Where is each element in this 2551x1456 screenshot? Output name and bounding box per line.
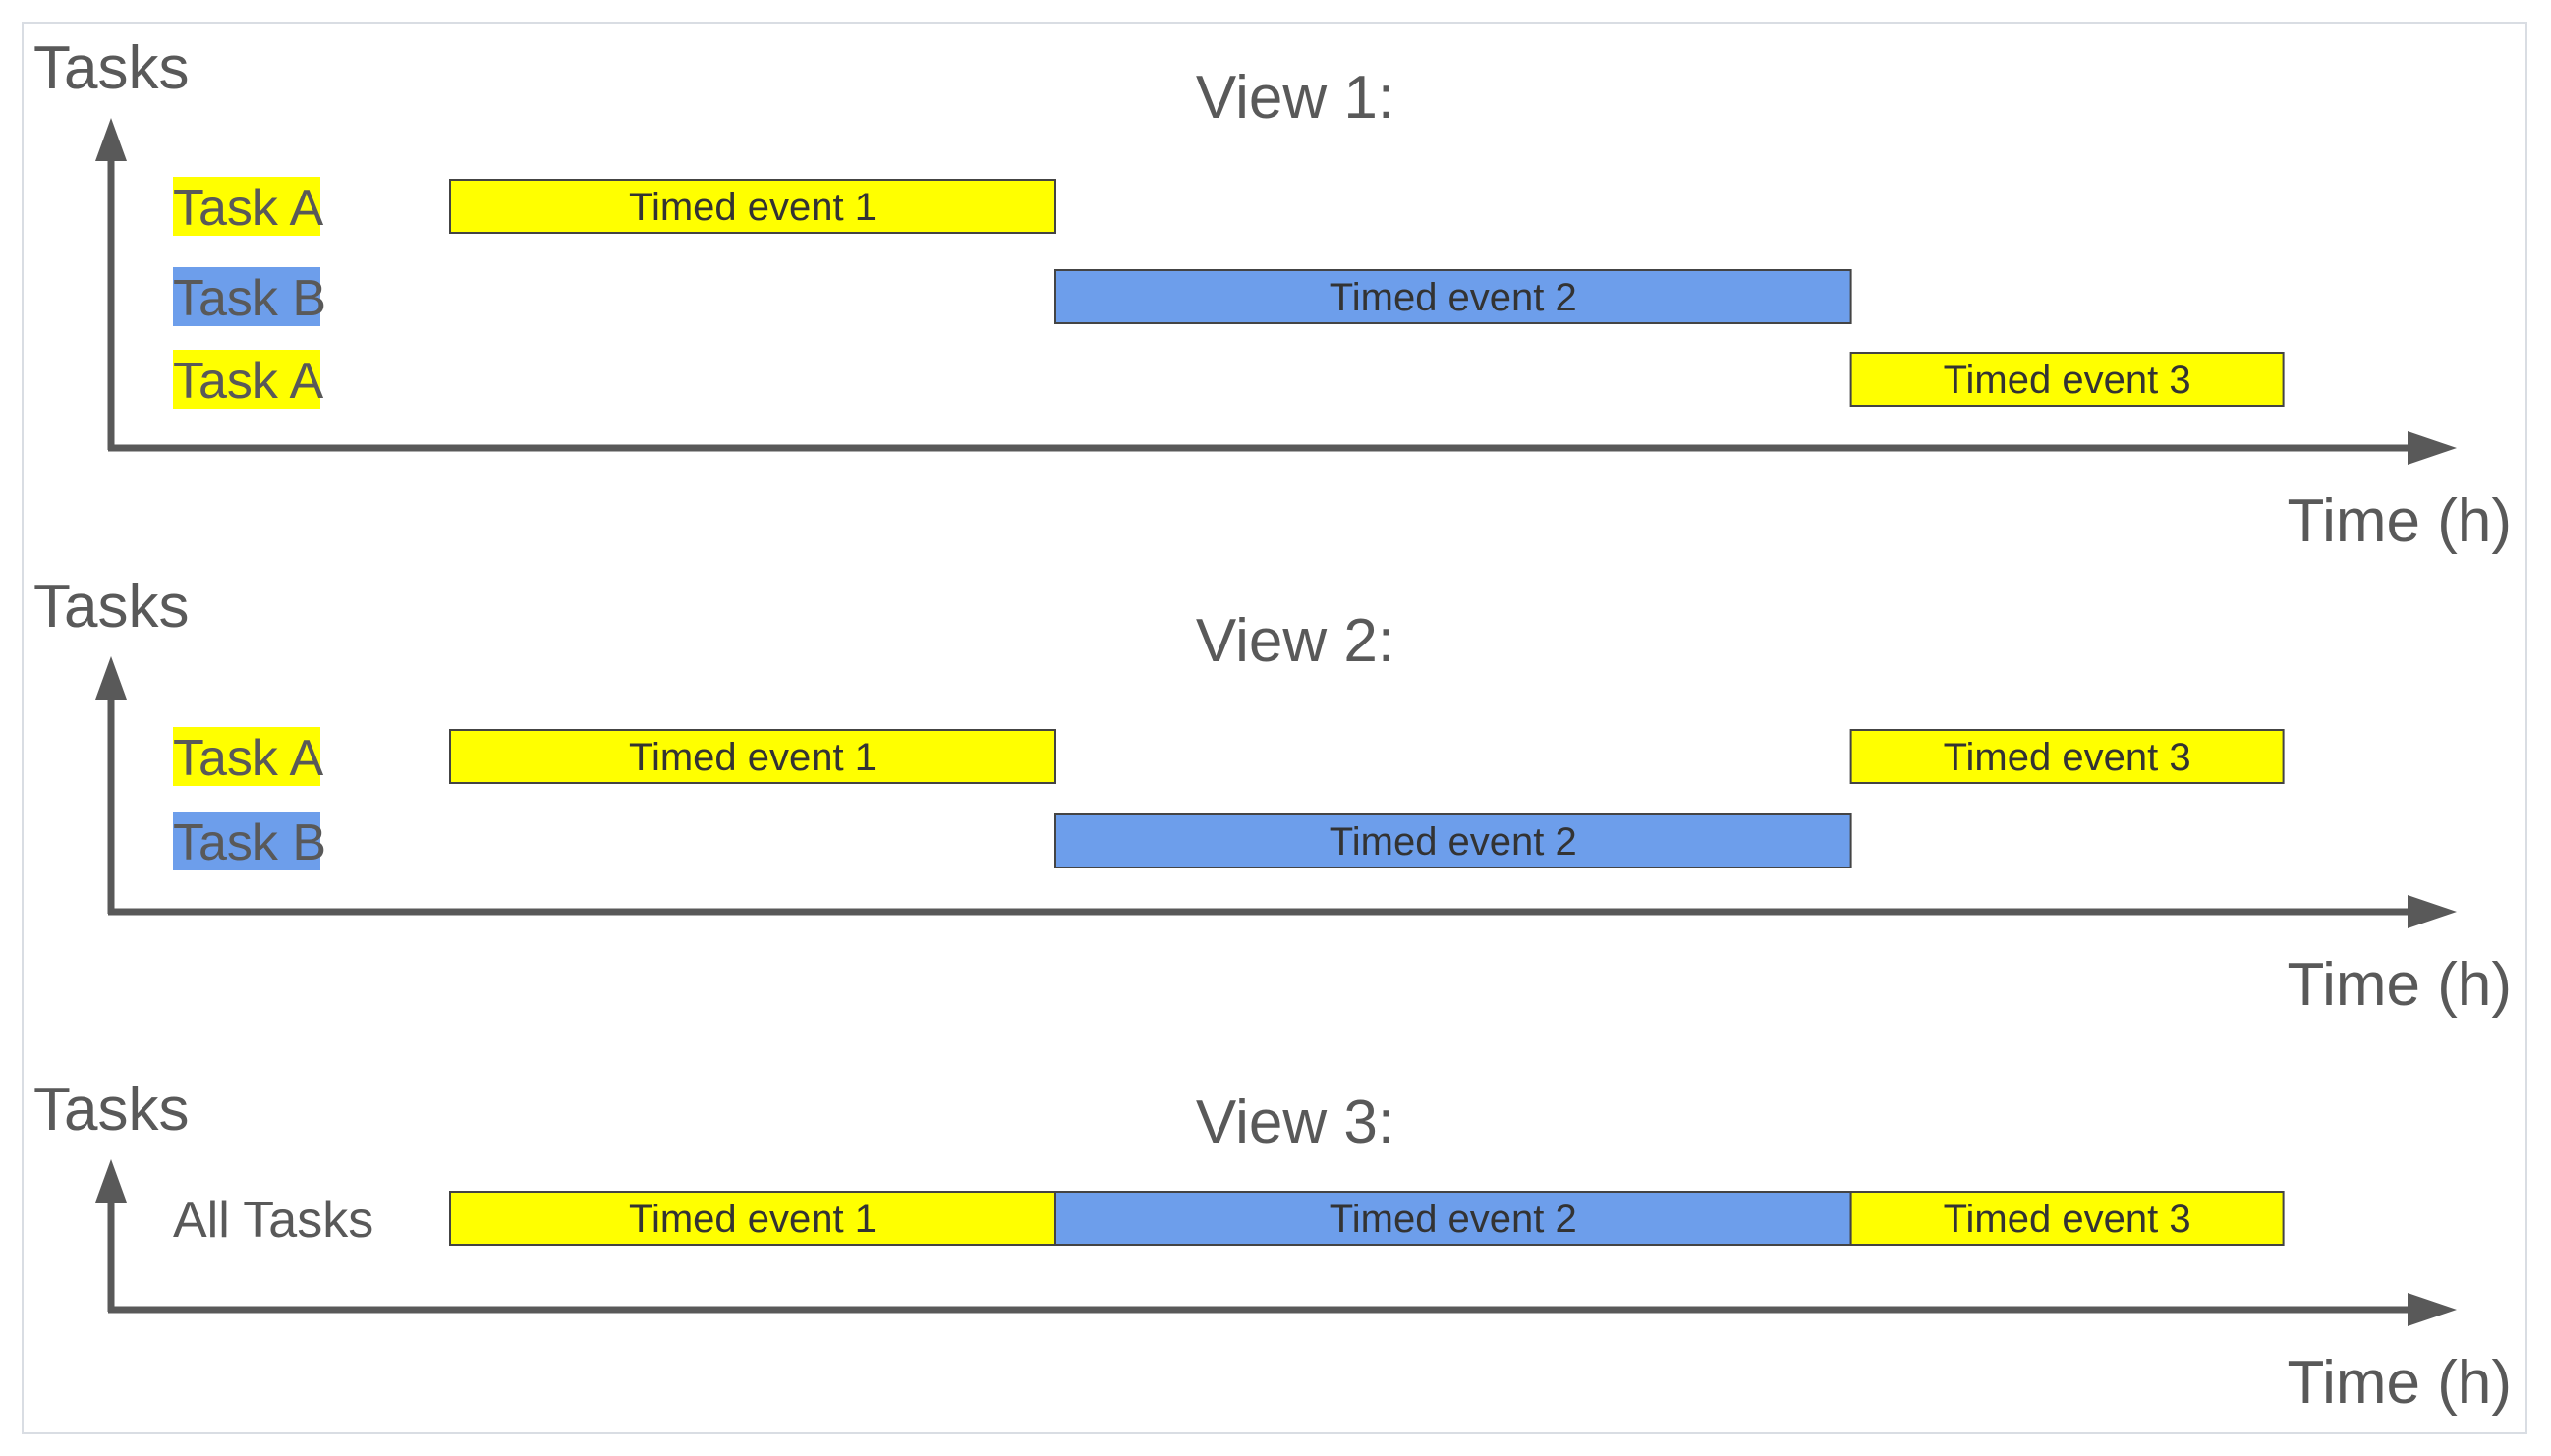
task-row: Task A Timed event 1 Timed event 3 — [173, 727, 2285, 787]
timed-event-bar: Timed event 3 — [1849, 1191, 2285, 1246]
timed-event-bar: Timed event 3 — [1849, 352, 2285, 407]
event-bar-label: Timed event 1 — [629, 1198, 877, 1241]
event-bar-rect — [1849, 352, 2285, 407]
task-label: Task B — [173, 814, 326, 871]
event-bar-rect — [1054, 269, 1852, 324]
view-title: View 2: — [1196, 607, 1394, 675]
timed-event-bar: Timed event 1 — [449, 179, 1056, 234]
task-label: Task A — [173, 180, 323, 237]
y-axis-label: Tasks — [33, 573, 189, 641]
event-bar-rect — [1054, 813, 1852, 868]
event-bar-label: Timed event 3 — [1944, 736, 2191, 779]
event-bar-label: Timed event 3 — [1944, 359, 2191, 402]
x-axis-label: Time (h) — [2288, 951, 2512, 1019]
y-axis-label: Tasks — [33, 1076, 189, 1144]
timed-event-bar: Timed event 2 — [1054, 269, 1852, 324]
task-row: Task B Timed event 2 — [173, 267, 1852, 327]
event-bar-rect — [1849, 1191, 2285, 1246]
event-bar-label: Timed event 1 — [629, 186, 877, 229]
diagram-frame — [22, 22, 2527, 1434]
view-3: Tasks View 3: Time (h) All Tasks Timed event… — [33, 1076, 2512, 1417]
event-bar-rect — [449, 179, 1056, 234]
event-bar-label: Timed event 1 — [629, 736, 877, 779]
task-label: Task A — [173, 730, 323, 787]
y-axis-arrowhead — [95, 118, 127, 161]
view-title: View 3: — [1196, 1089, 1394, 1156]
task-label-highlight — [173, 727, 320, 786]
event-bar-label: Timed event 2 — [1330, 276, 1577, 319]
x-axis-label: Time (h) — [2288, 487, 2512, 555]
event-bar-label: Timed event 3 — [1944, 1198, 2191, 1241]
x-axis-label: Time (h) — [2288, 1349, 2512, 1417]
task-label-highlight — [173, 350, 320, 409]
task-label-highlight — [173, 177, 320, 236]
task-row: Task A Timed event 3 — [173, 350, 2285, 410]
timed-event-bar: Timed event 2 — [1054, 813, 1852, 868]
event-bar-rect — [1849, 729, 2285, 784]
task-row: All Tasks Timed event 1 Timed event 2 Timed… — [173, 1191, 2285, 1249]
task-row: Task A Timed event 1 — [173, 177, 1056, 237]
x-axis-arrowhead — [2408, 431, 2457, 465]
event-bar-rect — [449, 729, 1056, 784]
event-bar-label: Timed event 2 — [1330, 1198, 1577, 1241]
timed-event-bar: Timed event 1 — [449, 729, 1056, 784]
y-axis-arrowhead — [95, 1159, 127, 1203]
task-label-highlight — [173, 267, 320, 326]
timed-event-bar: Timed event 1 — [449, 1191, 1056, 1246]
event-bar-rect — [449, 1191, 1056, 1246]
task-label: Task B — [173, 270, 326, 327]
task-label: Task A — [173, 353, 323, 410]
task-label: All Tasks — [173, 1192, 373, 1249]
y-axis-arrowhead — [95, 656, 127, 700]
task-label-highlight — [173, 812, 320, 870]
timed-event-bar: Timed event 2 — [1054, 1191, 1852, 1246]
y-axis-label: Tasks — [33, 34, 189, 102]
view-title: View 1: — [1196, 64, 1394, 132]
event-bar-label: Timed event 2 — [1330, 820, 1577, 864]
x-axis-arrowhead — [2408, 1293, 2457, 1326]
x-axis-arrowhead — [2408, 895, 2457, 928]
timed-event-bar: Timed event 3 — [1849, 729, 2285, 784]
task-row: Task B Timed event 2 — [173, 812, 1852, 871]
